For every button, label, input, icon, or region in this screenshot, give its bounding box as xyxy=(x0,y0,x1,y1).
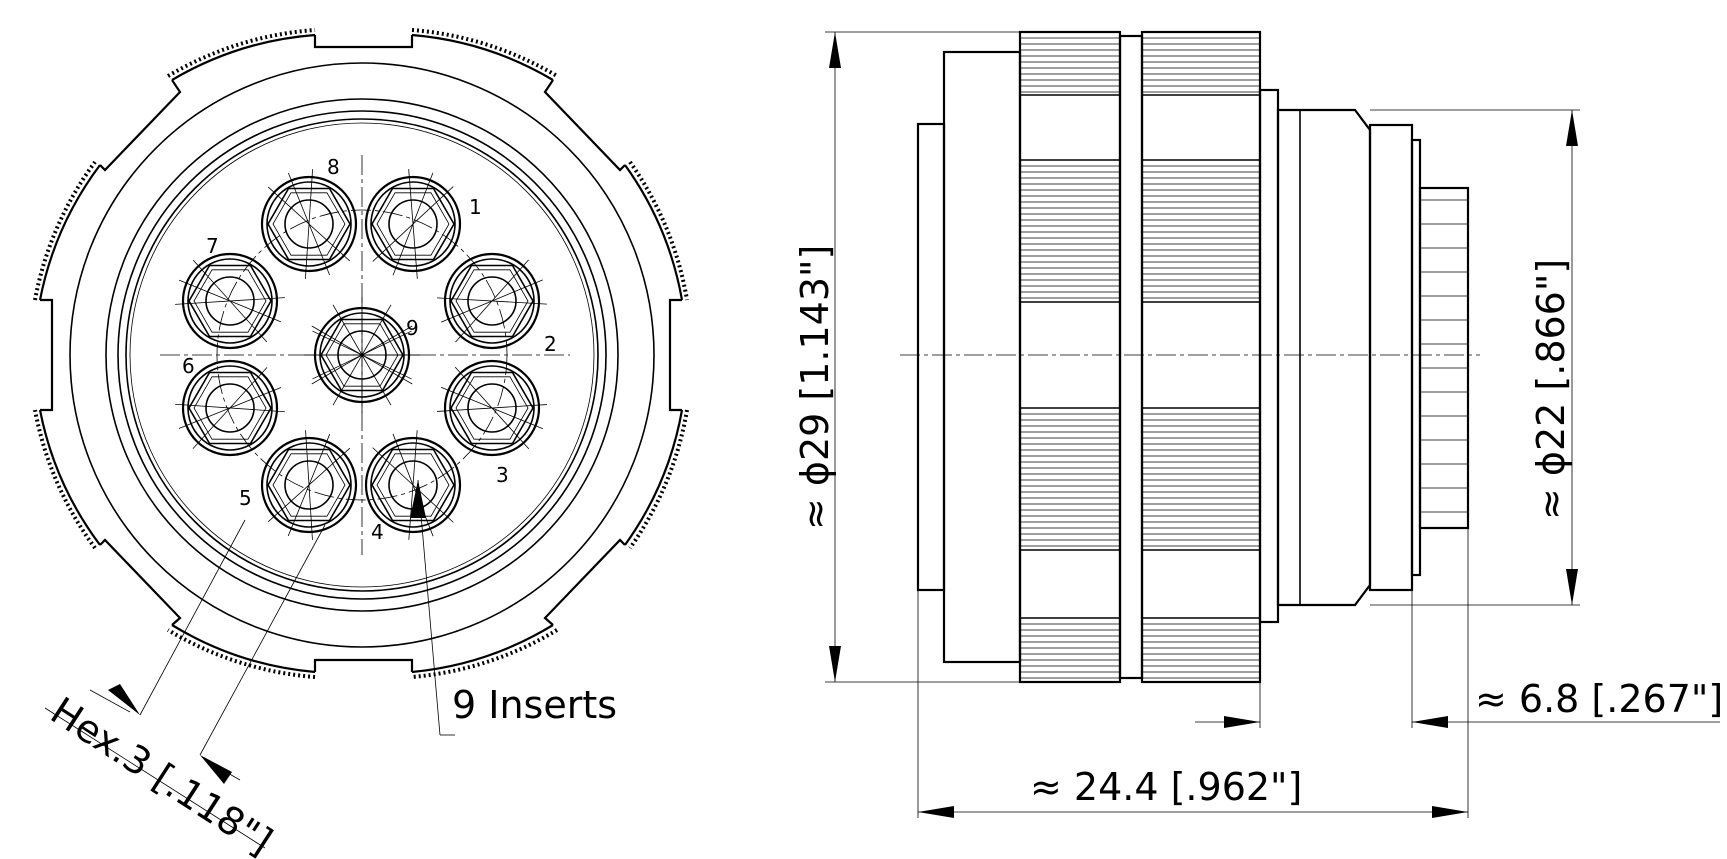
pin-label: 2 xyxy=(544,332,557,356)
end-knurl xyxy=(1418,186,1470,530)
pin-7: 7 xyxy=(175,234,285,350)
contact-bore xyxy=(284,199,334,249)
hex-nut xyxy=(267,448,351,522)
hex-nut xyxy=(188,371,272,445)
contact-bore xyxy=(388,199,438,249)
pin-label: 6 xyxy=(182,354,195,378)
pin-9: 9 xyxy=(304,297,420,413)
coupling-gap xyxy=(1118,34,1144,680)
pin-1: 1 xyxy=(364,169,482,279)
side-view: ≈ ϕ29 [1.143"] ≈ ϕ22 [.866"] ≈ 24.4 [.96… xyxy=(793,30,1723,818)
outer-notches xyxy=(40,35,682,672)
front-ring xyxy=(1368,123,1414,592)
pin-label: 9 xyxy=(406,316,419,340)
pins-layer: 1 2 3 4 5 6 7 8 9 xyxy=(175,155,557,544)
pin-8: 8 xyxy=(260,155,358,279)
dim-outer-diameter: ≈ ϕ29 [1.143"] xyxy=(793,31,1020,683)
dim-end-length-label: ≈ 6.8 [.267"] xyxy=(1475,677,1723,721)
contact-bore xyxy=(205,276,255,326)
contact-bore xyxy=(467,383,517,433)
insert-face xyxy=(129,122,595,588)
contact-bore xyxy=(284,460,334,510)
hex-nut xyxy=(188,264,272,338)
hex-nut xyxy=(267,187,351,261)
front-shell xyxy=(1276,108,1372,607)
pin-3: 3 xyxy=(437,359,547,487)
end-lip xyxy=(1410,138,1422,577)
pin-label: 8 xyxy=(327,155,340,179)
pin-5: 5 xyxy=(239,430,358,540)
hex-arrow-1 xyxy=(108,684,140,715)
hex-arrow-2 xyxy=(200,755,232,784)
ring-2 xyxy=(105,98,619,612)
pin-label: 4 xyxy=(371,520,384,544)
inserts-label: 9 Inserts xyxy=(452,683,617,727)
pin-label: 7 xyxy=(206,234,219,258)
rear-body xyxy=(942,50,1022,664)
outer-knurl-ring xyxy=(38,33,684,674)
hex-leader xyxy=(44,519,326,849)
front-view: 1 2 3 4 5 6 7 8 9 Hex.3 [.118"] 9 Inserts xyxy=(33,28,689,859)
ring-3 xyxy=(117,110,607,600)
pin-2: 2 xyxy=(437,252,557,356)
pin-4: 4 xyxy=(364,430,462,544)
inserts-leader xyxy=(410,479,455,736)
pin-label: 5 xyxy=(239,486,252,510)
pin-6: 6 xyxy=(175,354,285,457)
knurl-texture xyxy=(33,28,689,679)
dim-total-length: ≈ 24.4 [.962"] xyxy=(917,528,1469,818)
ring-4 xyxy=(125,118,599,592)
dim-inner-diameter: ≈ ϕ22 [.866"] xyxy=(1370,109,1580,606)
dim-total-length-label: ≈ 24.4 [.962"] xyxy=(1030,765,1302,809)
contact-bore xyxy=(205,383,255,433)
pin-label: 3 xyxy=(496,463,509,487)
dim-end-length: ≈ 6.8 [.267"] xyxy=(1195,590,1723,728)
rear-flange xyxy=(916,122,946,592)
knurl-bands xyxy=(1020,31,1260,683)
hex-label: Hex.3 [.118"] xyxy=(43,689,280,859)
pin-label: 1 xyxy=(469,195,482,219)
end-knurl-lines xyxy=(1420,199,1468,513)
dim-inner-diameter-label: ≈ ϕ22 [.866"] xyxy=(1529,259,1573,520)
pin-circle-line xyxy=(216,209,508,501)
contact-bore xyxy=(467,276,517,326)
hex-nut xyxy=(450,371,534,445)
coupling-nut-1 xyxy=(1018,30,1122,684)
ring-1 xyxy=(69,62,655,648)
coupling-nut-2 xyxy=(1140,30,1262,684)
hex-nut xyxy=(371,187,455,261)
dim-outer-diameter-label: ≈ ϕ29 [1.143"] xyxy=(793,245,837,530)
hex-nut xyxy=(371,448,455,522)
hex-nut xyxy=(450,264,534,338)
front-body xyxy=(1258,88,1280,624)
